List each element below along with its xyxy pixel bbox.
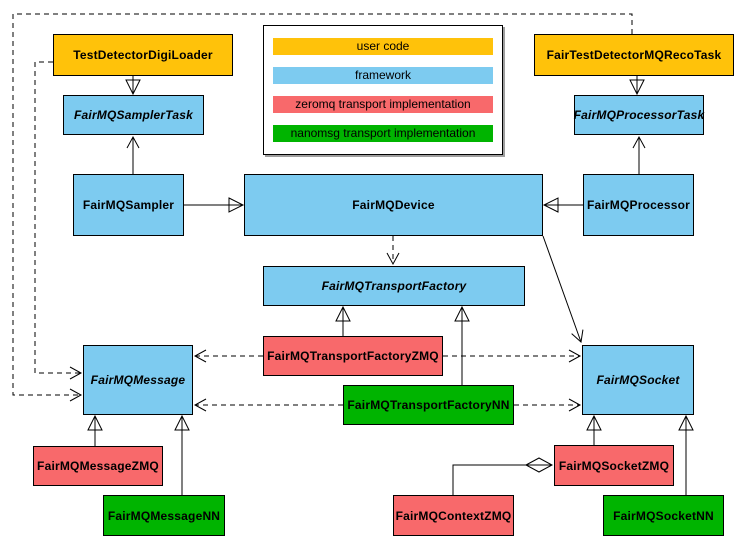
class-box-fairmqtransportfactoryzmq: FairMQTransportFactoryZMQ <box>263 336 443 376</box>
class-box-fairmqprocessor: FairMQProcessor <box>583 174 694 236</box>
class-box-fairmqtransportfactorynn: FairMQTransportFactoryNN <box>343 385 514 425</box>
class-box-fairmqprocessortask: FairMQProcessorTask <box>574 95 704 135</box>
class-box-fairmqmessage: FairMQMessage <box>83 345 193 415</box>
legend-item-nanomsg: nanomsg transport implementation <box>273 125 493 142</box>
class-box-fairmqtransportfactory: FairMQTransportFactory <box>263 266 525 306</box>
legend-box: user code framework zeromq transport imp… <box>263 25 503 155</box>
class-box-fairmqsocket: FairMQSocket <box>582 345 694 415</box>
class-box-testdetectordigiloader: TestDetectorDigiLoader <box>53 34 233 76</box>
class-box-fairmqsamplertask: FairMQSamplerTask <box>63 95 204 135</box>
legend-item-zeromq: zeromq transport implementation <box>273 96 493 113</box>
class-box-fairmqsocketzmq: FairMQSocketZMQ <box>554 445 674 486</box>
edge-assoc-device-socket <box>542 235 584 343</box>
legend-item-user-code: user code <box>273 38 493 55</box>
legend-item-framework: framework <box>273 67 493 84</box>
class-box-fairmqsocketnn: FairMQSocketNN <box>603 495 724 536</box>
edge-comp-contextzmq-socketzmq <box>452 457 554 495</box>
class-box-fairtestdetectormqrecotask: FairTestDetectorMQRecoTask <box>534 34 734 76</box>
class-box-fairmqmessagezmq: FairMQMessageZMQ <box>33 446 163 486</box>
class-box-fairmqcontextzmq: FairMQContextZMQ <box>393 495 514 536</box>
class-box-fairmqmessagenn: FairMQMessageNN <box>103 495 225 536</box>
class-box-fairmqsampler: FairMQSampler <box>73 174 184 236</box>
class-box-fairmqdevice: FairMQDevice <box>244 174 543 236</box>
